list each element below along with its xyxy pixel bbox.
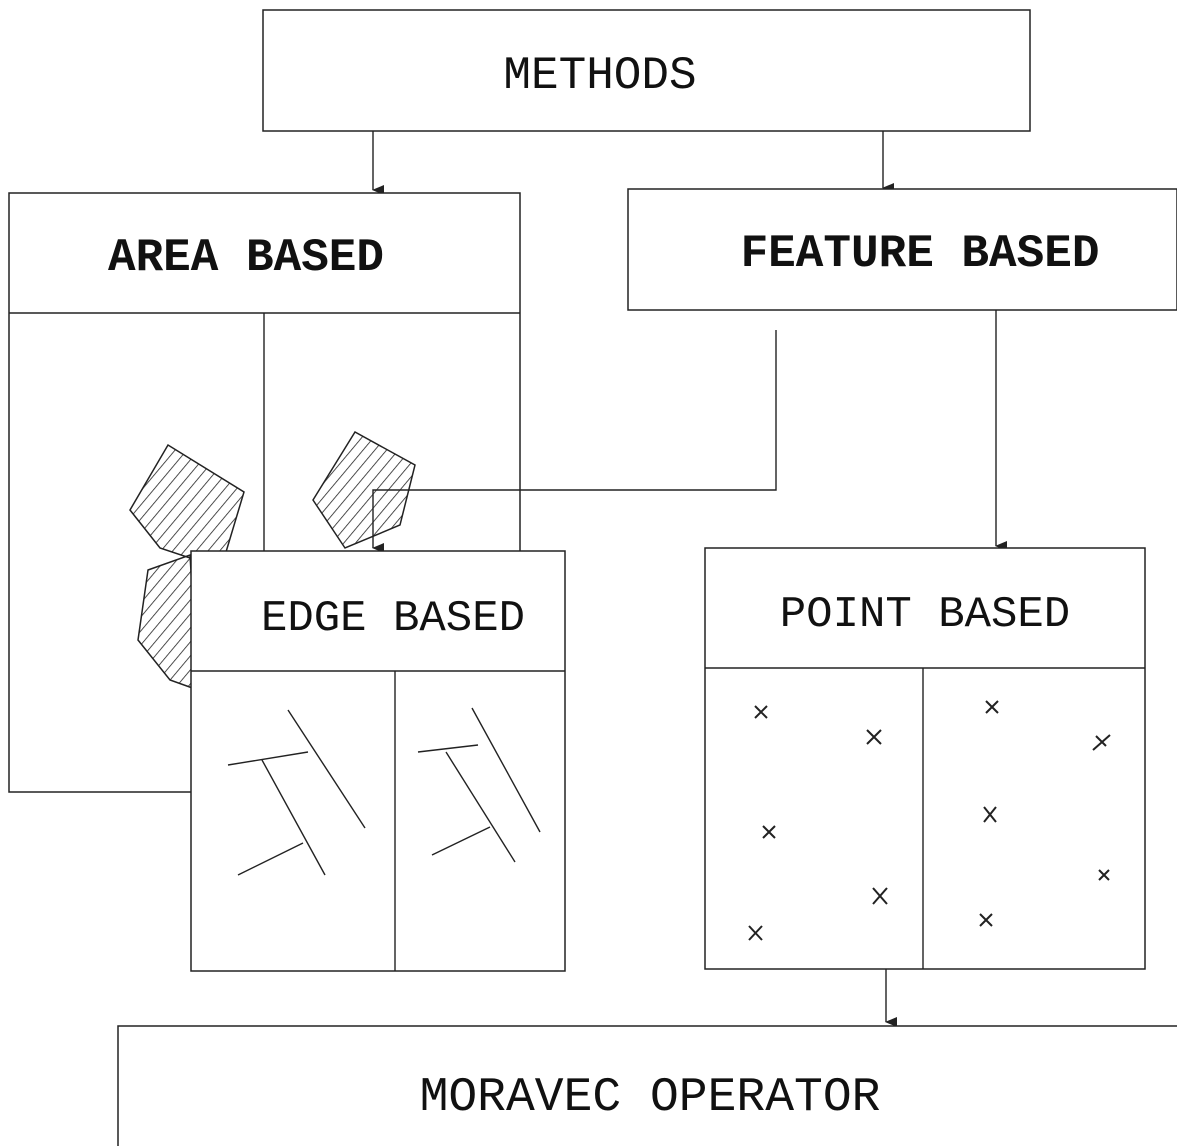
area-based-label: AREA BASED <box>108 232 384 284</box>
edge-based-label: EDGE BASED <box>261 594 525 644</box>
feature-based-label: FEATURE BASED <box>741 228 1100 280</box>
point-based-label: POINT BASED <box>780 590 1070 640</box>
methods-label: METHODS <box>503 50 696 102</box>
moravec-operator-label: MORAVEC OPERATOR <box>420 1071 881 1125</box>
